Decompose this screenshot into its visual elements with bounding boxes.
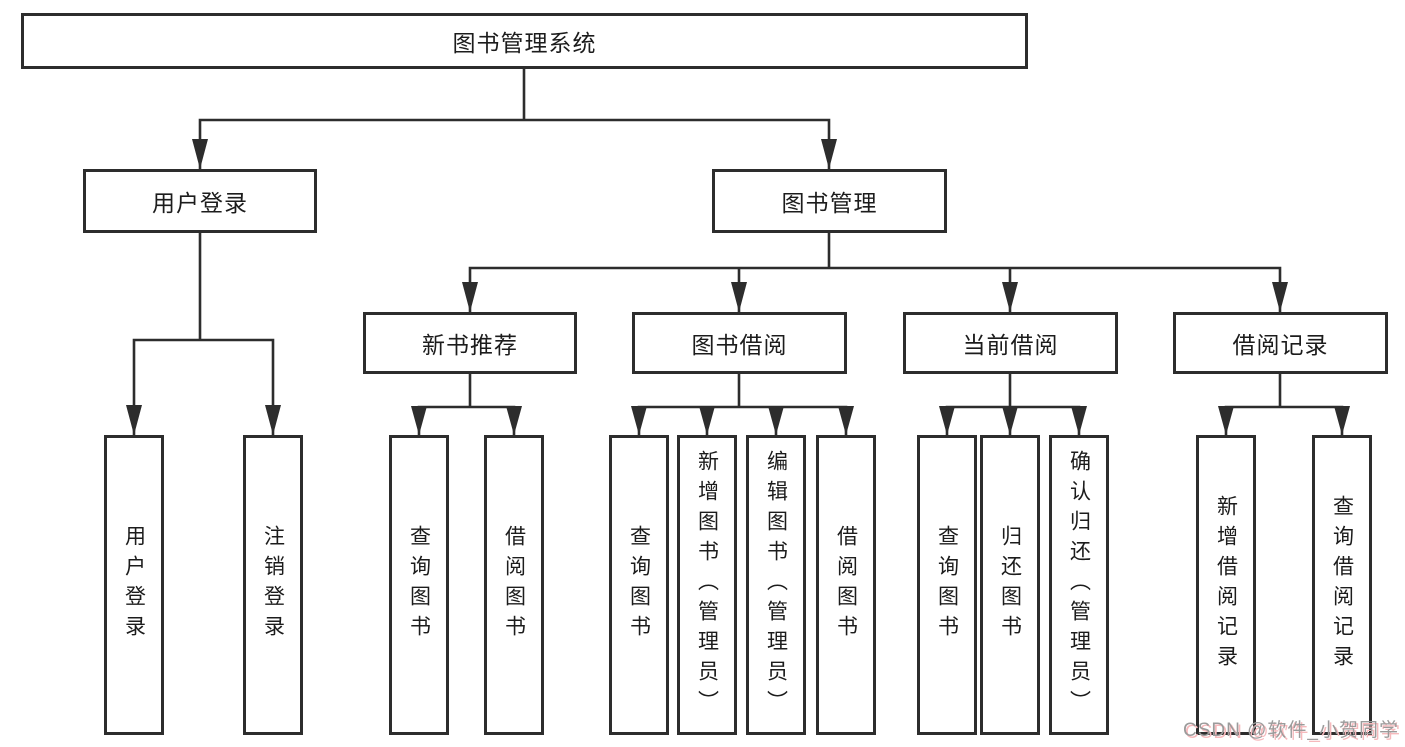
csdn-watermark: CSDN @软件_小贺同学 [1183, 720, 1399, 741]
leaf-user-login: 用户登录 [104, 435, 164, 735]
leaf-query-borrow-record: 查询借阅记录 [1312, 435, 1372, 735]
leaf-confirm-return-admin: 确认归还（管理员） [1049, 435, 1109, 735]
connector-arrowheads [126, 139, 1350, 435]
node-library-management-system: 图书管理系统 [21, 13, 1028, 69]
leaf-query-books-borrow: 查询图书 [609, 435, 669, 735]
node-new-book-recommend: 新书推荐 [363, 312, 577, 374]
leaf-query-books-current: 查询图书 [917, 435, 977, 735]
leaf-borrow-books-recommend: 借阅图书 [484, 435, 544, 735]
leaf-add-books-admin: 新增图书（管理员） [677, 435, 737, 735]
node-book-borrow: 图书借阅 [632, 312, 847, 374]
leaf-logout: 注销登录 [243, 435, 303, 735]
leaf-edit-books-admin: 编辑图书（管理员） [746, 435, 806, 735]
leaf-query-books-recommend: 查询图书 [389, 435, 449, 735]
node-user-login-branch: 用户登录 [83, 169, 317, 233]
leaf-add-borrow-record: 新增借阅记录 [1196, 435, 1256, 735]
leaf-return-books: 归还图书 [980, 435, 1040, 735]
node-borrow-records: 借阅记录 [1173, 312, 1388, 374]
node-book-management-branch: 图书管理 [712, 169, 947, 233]
leaf-borrow-books: 借阅图书 [816, 435, 876, 735]
node-current-borrow: 当前借阅 [903, 312, 1118, 374]
